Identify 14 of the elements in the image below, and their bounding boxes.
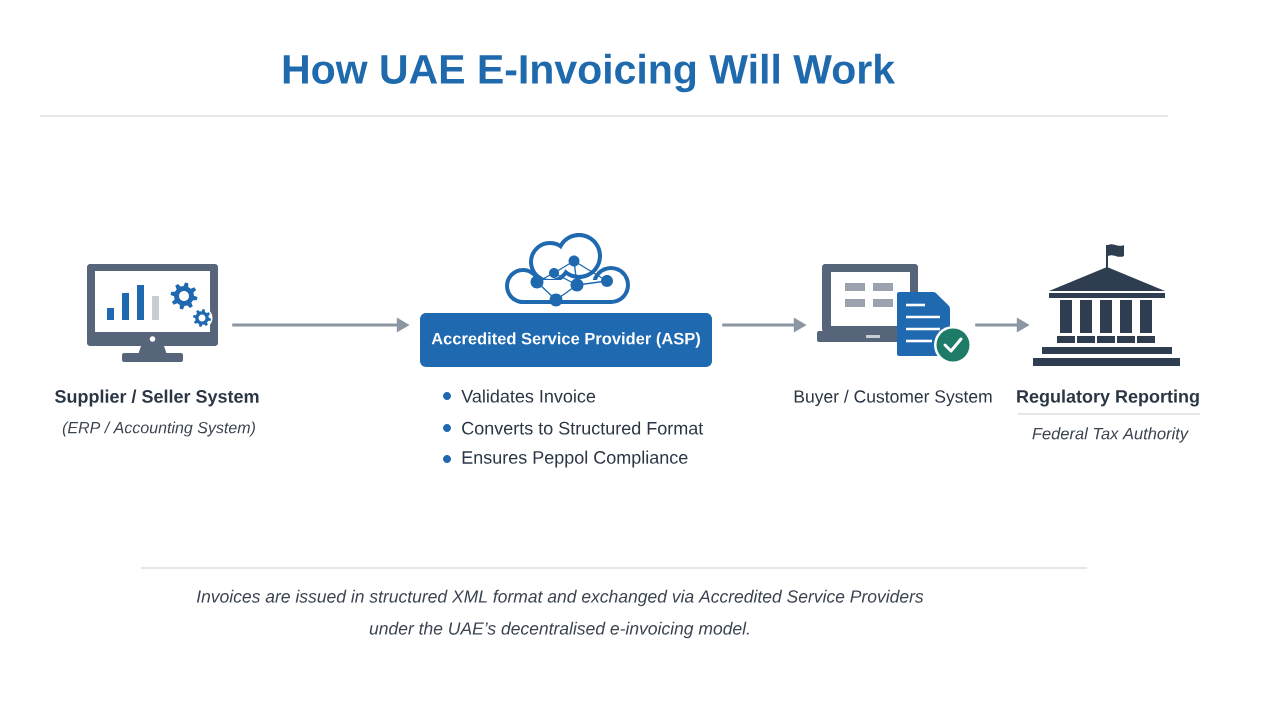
government-building-icon: [1033, 244, 1180, 366]
system-label: Supplier / Seller System: [55, 389, 259, 407]
caption-text: Invoices are issued in structured XML format and exchanged via Accredited Service Providers under the UAE’s decentralised e-invoicing model.: [196, 589, 924, 639]
bullet-text: Converts to Structured Format: [462, 421, 704, 435]
provider-box: Accredited Service Provider (ASP): [420, 313, 712, 367]
bullet-text: Ensures Peppol Compliance: [462, 450, 688, 468]
system-label: Regulatory Reporting: [1017, 389, 1199, 407]
laptop-document-icon: [817, 264, 972, 364]
system-label: Buyer / Customer System: [794, 389, 992, 407]
monitor-icon: [87, 264, 218, 362]
bullet-text: Validates Invoice: [461, 389, 596, 403]
system-sublabel: (ERP / Accounting System): [62, 421, 255, 437]
system-sublabel: Federal Tax Authority: [1032, 427, 1189, 443]
title: How UAE E-Invoicing Will Work: [283, 53, 896, 93]
